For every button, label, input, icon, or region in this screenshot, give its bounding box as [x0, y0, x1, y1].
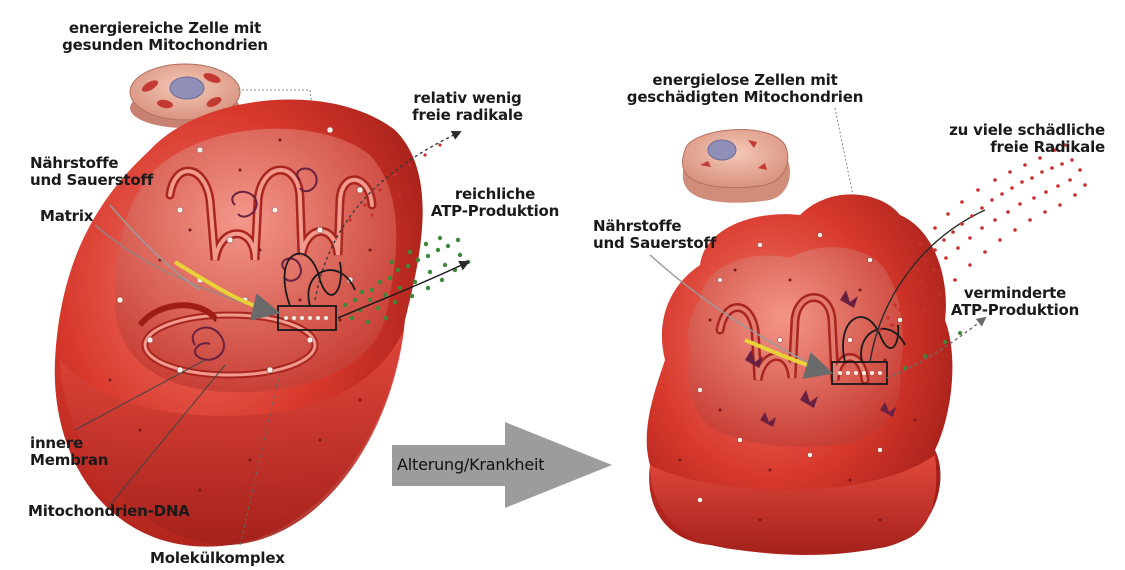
damaged-cell-title-line1: energielose Zellen mit [610, 72, 880, 89]
molecular-complex-label: Molekülkomplex [150, 550, 285, 567]
damaged-cell-pointer-line [835, 108, 855, 205]
nutrients-line1: Nährstoffe [30, 155, 153, 172]
matrix-label: Matrix [40, 208, 93, 225]
atp-low-line1: verminderte [930, 285, 1100, 302]
damaged-nutrients-label: Nährstoffe und Sauerstoff [593, 218, 716, 252]
few-radicals-line1: relativ wenig [395, 90, 540, 107]
atp-low-line2: ATP-Produktion [930, 302, 1100, 319]
damaged-cell-title-line2: geschädigten Mitochondrien [610, 89, 880, 106]
healthy-cell-title-line2: gesunden Mitochondrien [60, 37, 270, 54]
atp-low-label: verminderte ATP-Produktion [930, 285, 1100, 319]
atp-high-line2: ATP-Produktion [405, 203, 585, 220]
many-radicals-label: zu viele schädliche freie Radikale [925, 122, 1105, 156]
inner-membrane-line2: Membran [30, 452, 108, 469]
atp-high-line1: reichliche [405, 186, 585, 203]
healthy-cell-title: energiereiche Zelle mit gesunden Mitocho… [60, 20, 270, 54]
damaged-cell-icon [682, 130, 790, 203]
many-radicals-line2: freie Radikale [925, 139, 1105, 156]
nutrients-line2: und Sauerstoff [30, 172, 153, 189]
few-radicals-label: relativ wenig freie radikale [395, 90, 540, 124]
damaged-nutrients-line2: und Sauerstoff [593, 235, 716, 252]
few-radicals-line2: freie radikale [395, 107, 540, 124]
nutrients-label: Nährstoffe und Sauerstoff [30, 155, 153, 189]
atp-high-label: reichliche ATP-Produktion [405, 186, 585, 220]
inner-membrane-line1: innere [30, 435, 108, 452]
inner-membrane-label: innere Membran [30, 435, 108, 469]
transition-label: Alterung/Krankheit [397, 456, 544, 473]
damaged-nutrients-line1: Nährstoffe [593, 218, 716, 235]
mito-dna-label: Mitochondrien-DNA [28, 503, 190, 520]
healthy-cell-title-line1: energiereiche Zelle mit [60, 20, 270, 37]
many-radicals-line1: zu viele schädliche [925, 122, 1105, 139]
damaged-cell-title: energielose Zellen mit geschädigten Mito… [610, 72, 880, 106]
